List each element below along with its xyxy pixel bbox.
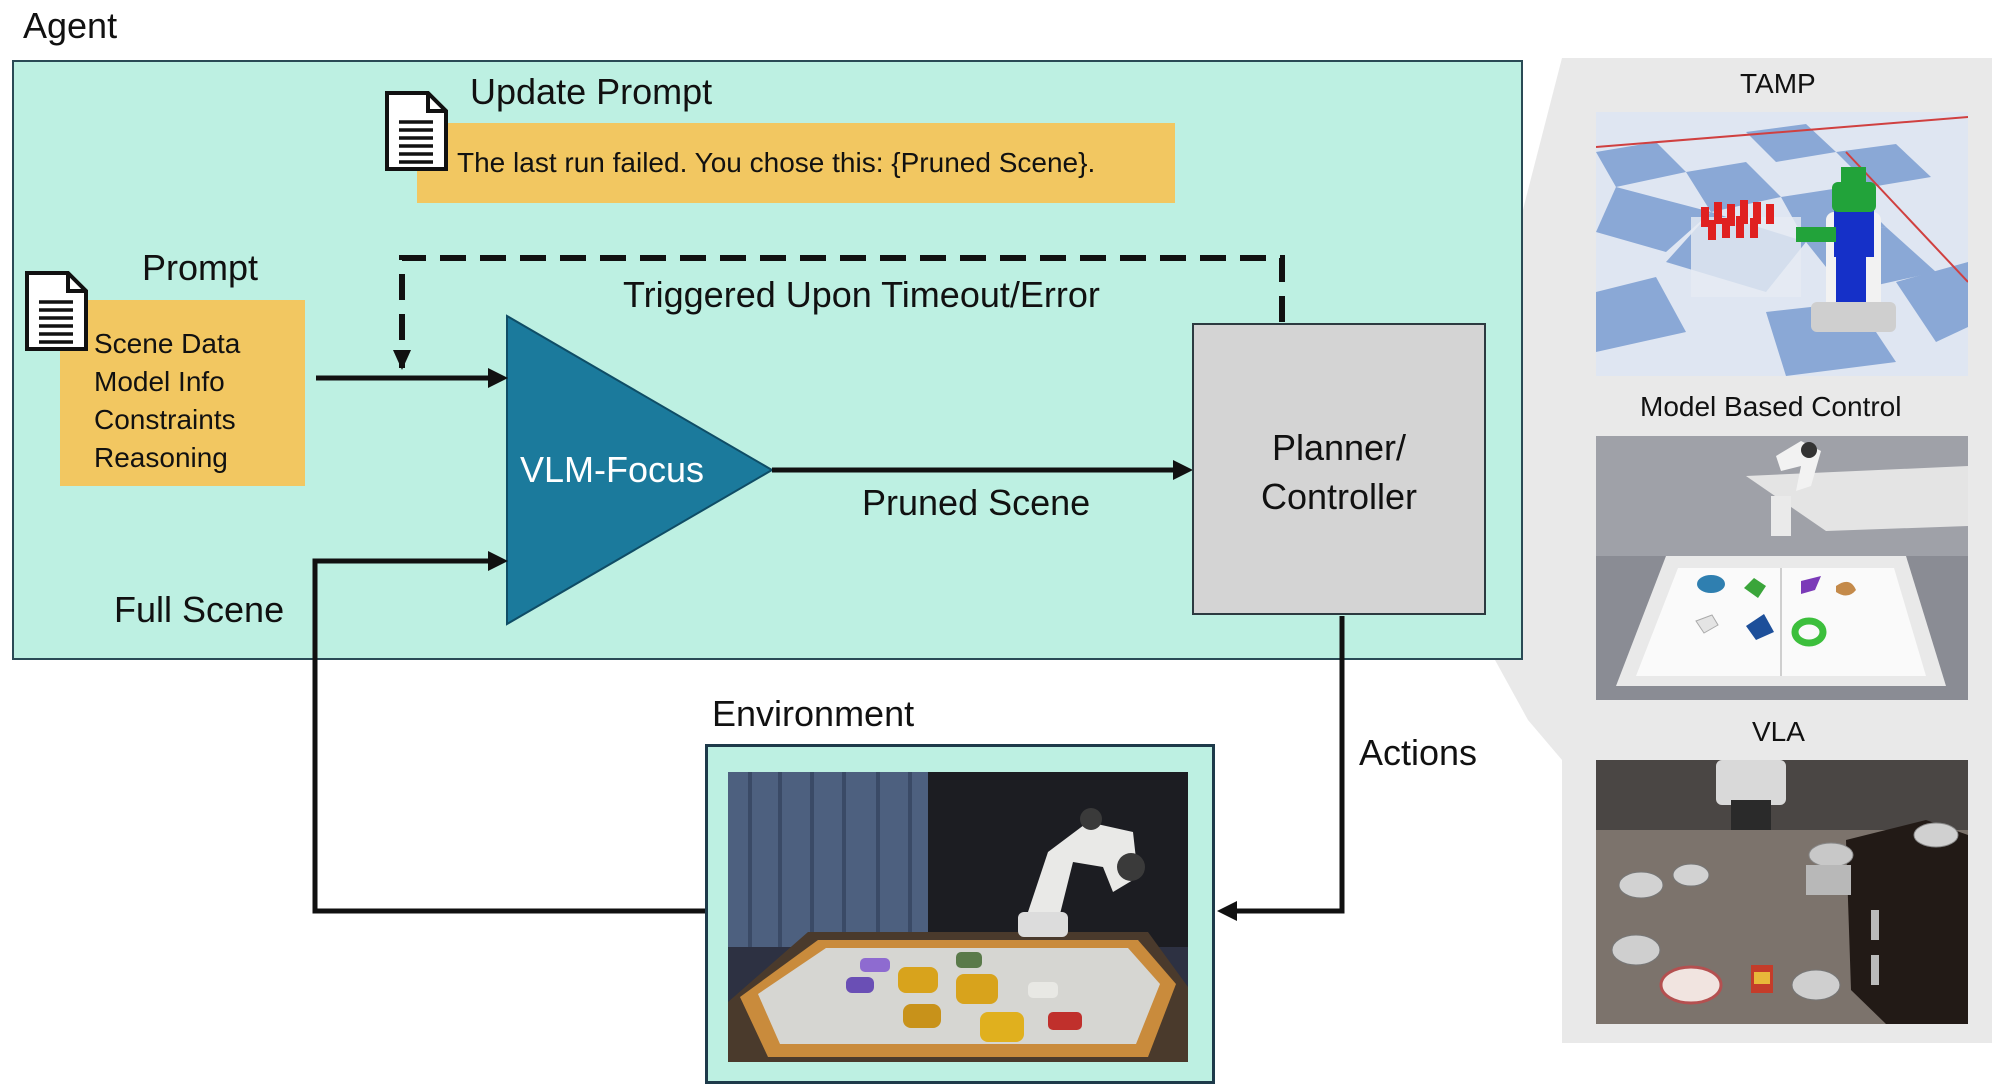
full-scene-label: Full Scene bbox=[114, 589, 285, 630]
vlm-focus-block bbox=[506, 314, 774, 626]
update-prompt-box: The last run failed. You chose this: {Pr… bbox=[417, 123, 1175, 203]
actions-arrow bbox=[1235, 616, 1345, 914]
full-scene-arrow bbox=[312, 558, 705, 914]
prompt-line: Constraints bbox=[94, 404, 236, 435]
prompt-box: Scene Data Model Info Constraints Reason… bbox=[60, 300, 305, 486]
environment-photo bbox=[728, 772, 1188, 1062]
document-icon bbox=[25, 271, 88, 351]
prompt-line: Scene Data bbox=[94, 328, 241, 359]
planner-controller-label: Planner/ Controller bbox=[1260, 427, 1418, 517]
agent-label: Agent bbox=[23, 5, 118, 46]
tamp-image bbox=[1596, 112, 1968, 376]
pruned-scene-label: Pruned Scene bbox=[862, 482, 1091, 523]
model-based-control-image bbox=[1596, 436, 1968, 700]
vla-label: VLA bbox=[1752, 716, 1805, 747]
feedback-arrow bbox=[393, 255, 1285, 370]
environment-label: Environment bbox=[712, 693, 915, 734]
prompt-line: Reasoning bbox=[94, 442, 228, 473]
update-prompt-text: The last run failed. You chose this: {Pr… bbox=[457, 147, 1096, 178]
update-prompt-title: Update Prompt bbox=[470, 71, 713, 112]
tamp-label: TAMP bbox=[1740, 68, 1816, 99]
document-icon bbox=[385, 91, 448, 171]
vla-image bbox=[1596, 760, 1968, 1024]
model-based-control-label: Model Based Control bbox=[1640, 391, 1902, 422]
planner-controller-block: Planner/ Controller bbox=[1192, 323, 1486, 615]
environment-box bbox=[705, 744, 1215, 1084]
prompt-title: Prompt bbox=[142, 247, 259, 288]
vlm-focus-label: VLM-Focus bbox=[520, 449, 705, 490]
prompt-line: Model Info bbox=[94, 366, 225, 397]
actions-label: Actions bbox=[1359, 732, 1478, 773]
feedback-label: Triggered Upon Timeout/Error bbox=[623, 274, 1100, 315]
